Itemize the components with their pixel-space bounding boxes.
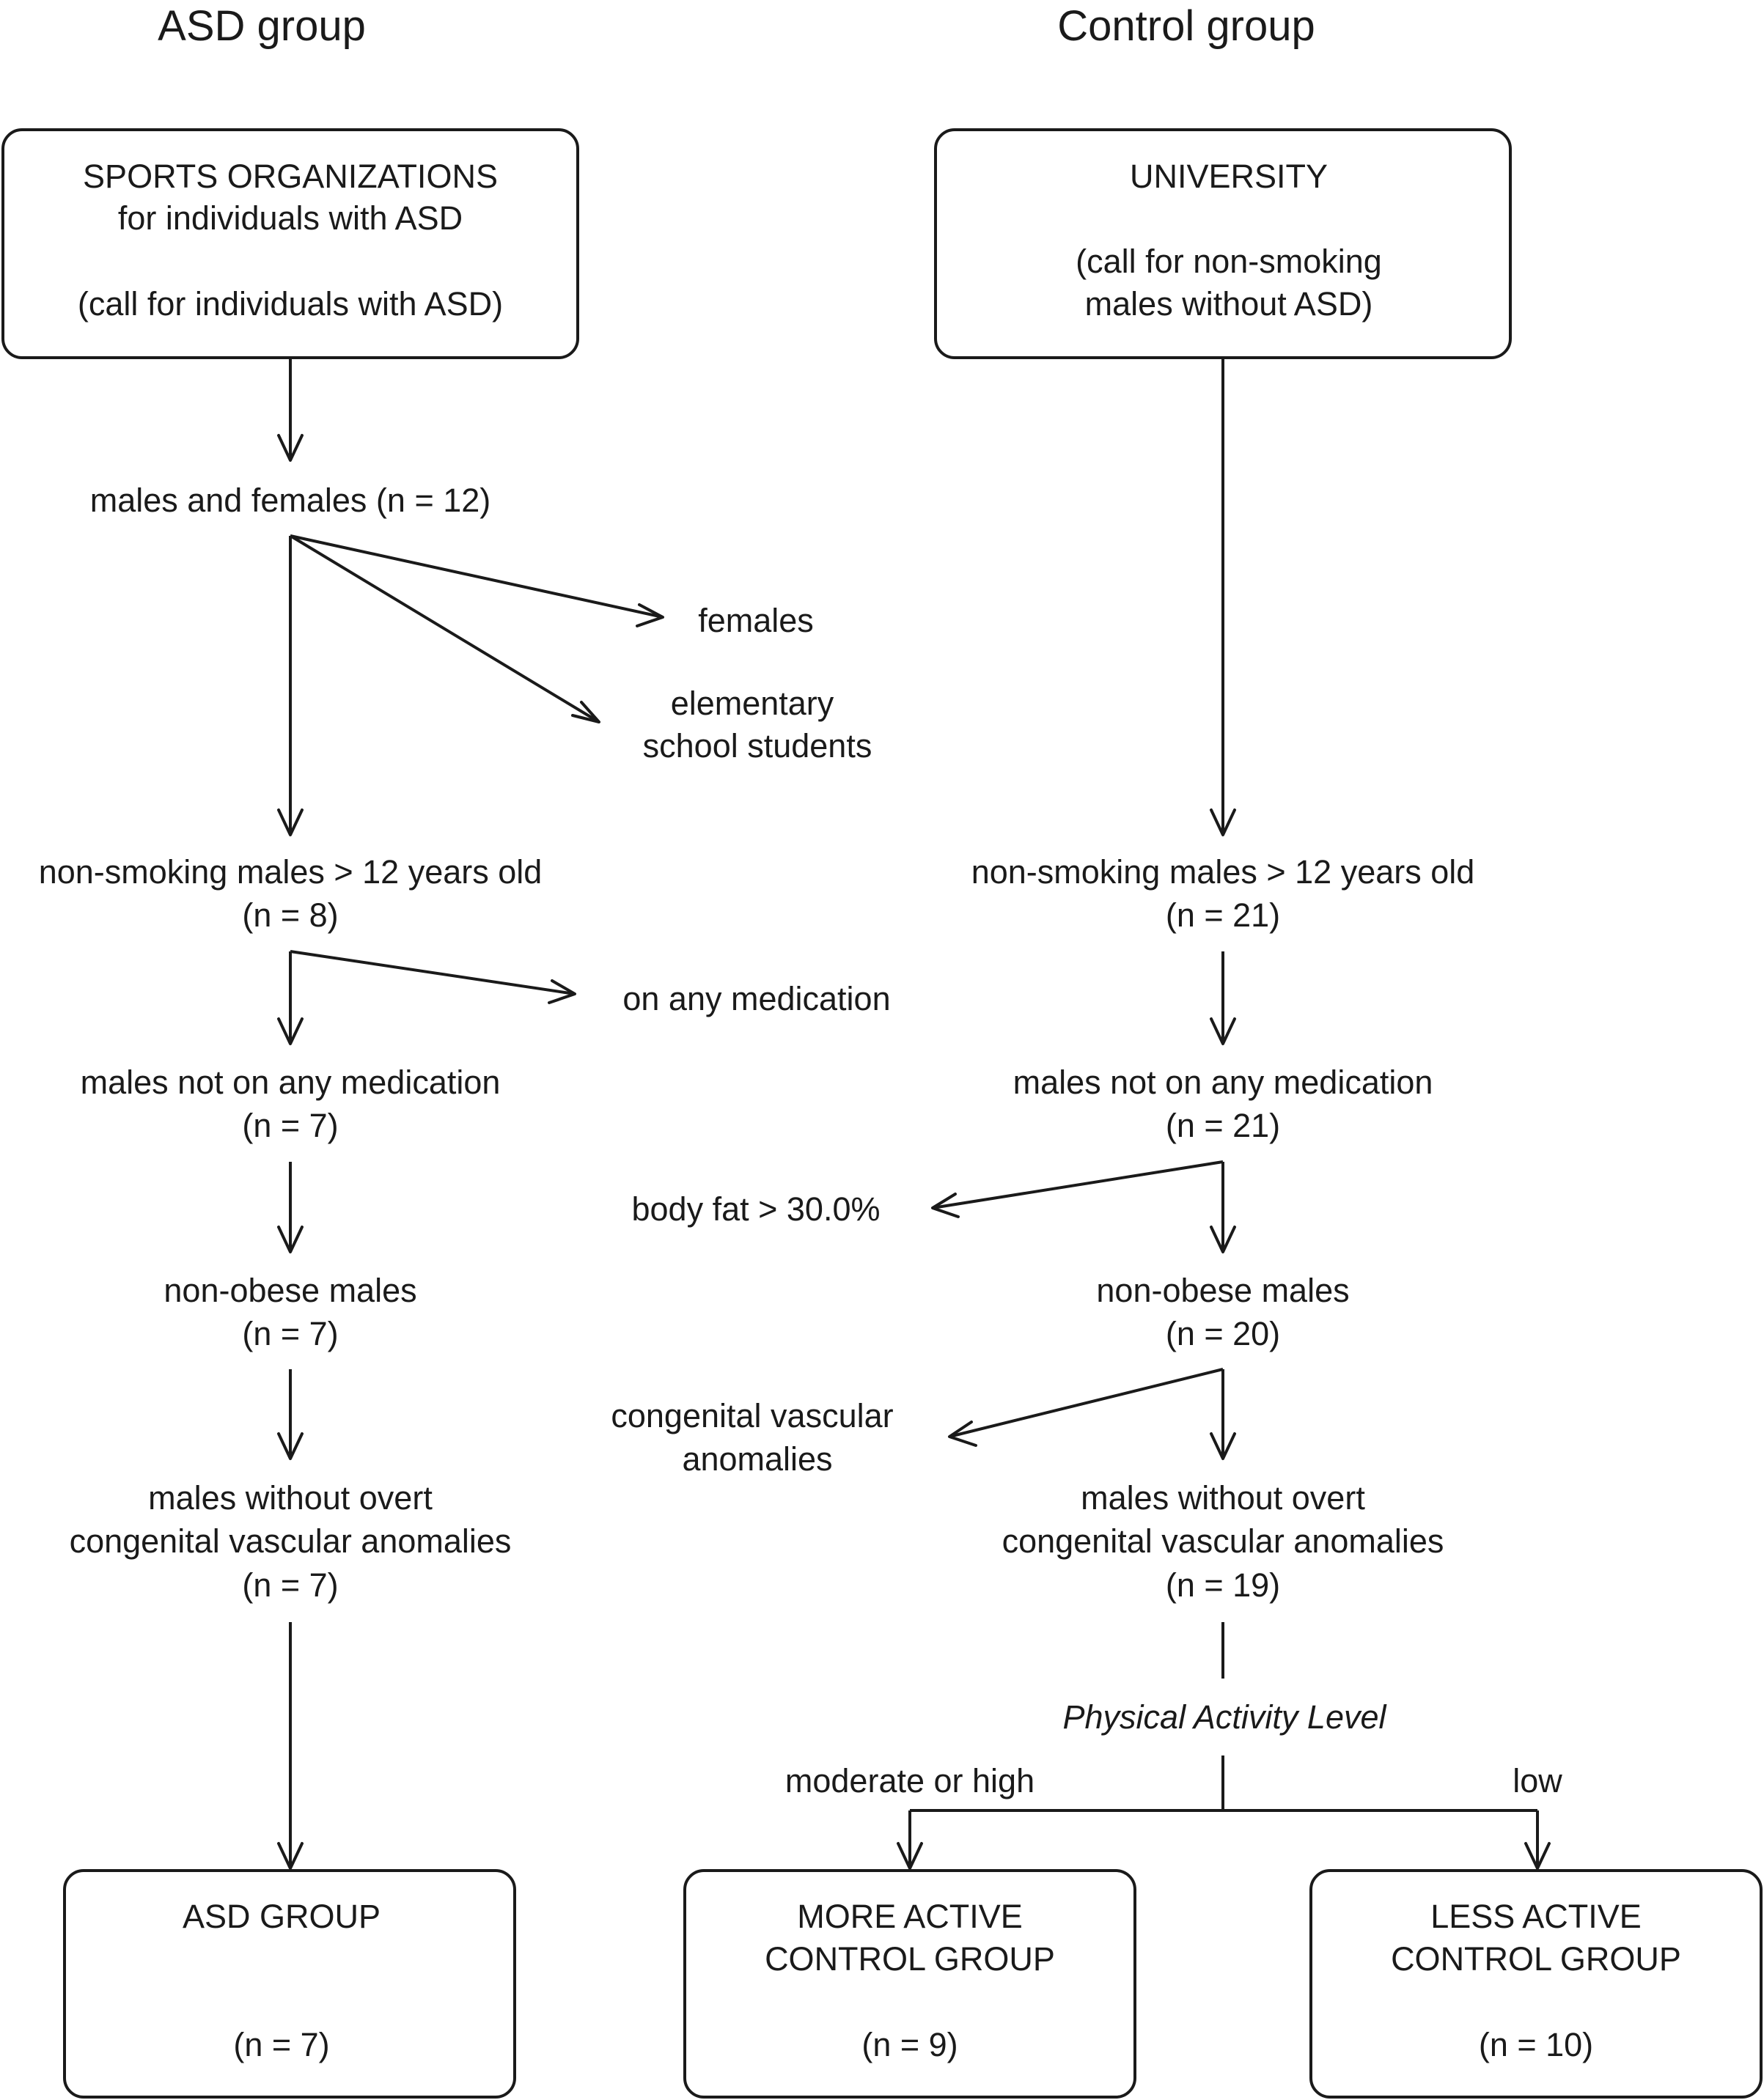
control-connector-to-vascular <box>949 1368 1224 1438</box>
control-step4-n: (n = 20) <box>1166 1315 1280 1352</box>
more-active-n: (n = 9) <box>861 2026 958 2063</box>
less-active-line2: CONTROL GROUP <box>1391 1940 1681 1978</box>
control-arrowhead-5 <box>1210 1432 1236 1460</box>
asd-step1-label: males and females (n = 12) <box>90 482 491 519</box>
control-arrowhead-body-fat <box>931 1193 960 1218</box>
control-source-box <box>934 128 1512 359</box>
less-active-n: (n = 10) <box>1479 2026 1593 2063</box>
asd-source-line2: for individuals with ASD <box>118 199 463 237</box>
control-arrowhead-more-active <box>897 1842 923 1870</box>
asd-arrowhead-5 <box>277 1432 304 1460</box>
asd-step4-n: (n = 7) <box>242 1315 338 1352</box>
less-active-control-box <box>1309 1869 1763 2099</box>
control-step5-line1: males without overt <box>1081 1479 1365 1517</box>
asd-excluded-elementary-line1: elementary <box>671 685 834 722</box>
asd-connector-to-medication <box>290 950 576 995</box>
control-arrowhead-4 <box>1210 1226 1236 1253</box>
asd-source-line3: (call for individuals with ASD) <box>78 285 503 323</box>
asd-source-line1: SPORTS ORGANIZATIONS <box>83 158 498 195</box>
more-active-line1: MORE ACTIVE <box>797 1898 1023 1935</box>
asd-step4-line1: non-obese males <box>163 1272 416 1309</box>
control-source-line2: (call for non-smoking <box>1076 243 1382 280</box>
control-step4-line1: non-obese males <box>1096 1272 1349 1309</box>
control-step5-line2: congenital vascular anomalies <box>1002 1522 1444 1560</box>
asd-group-box <box>63 1869 516 2099</box>
more-active-control-box <box>683 1869 1136 2099</box>
control-arrowhead-3 <box>1210 1017 1236 1045</box>
control-arrowhead-2 <box>1210 808 1236 836</box>
asd-step3-n: (n = 7) <box>242 1107 338 1144</box>
control-arrowhead-less-active <box>1524 1842 1551 1870</box>
asd-excluded-females: females <box>698 602 814 639</box>
asd-arrowhead-2 <box>277 808 304 836</box>
control-excluded-vascular-line1: congenital vascular <box>611 1397 893 1434</box>
more-active-line2: CONTROL GROUP <box>765 1940 1055 1978</box>
control-step2-n: (n = 21) <box>1166 896 1280 934</box>
control-group-header: Control group <box>1057 2 1315 50</box>
control-arrowhead-vascular <box>948 1421 977 1447</box>
asd-group-box-label: ASD GROUP <box>183 1898 381 1935</box>
control-excluded-vascular-line2: anomalies <box>682 1440 832 1478</box>
asd-step3-line1: males not on any medication <box>81 1064 501 1101</box>
asd-connector-to-females <box>290 534 664 619</box>
asd-arrowhead-females <box>636 603 664 627</box>
control-step2-line1: non-smoking males > 12 years old <box>971 853 1475 891</box>
control-branch-right-label: low <box>1513 1762 1562 1799</box>
less-active-line1: LESS ACTIVE <box>1430 1898 1642 1935</box>
asd-step2-line1: non-smoking males > 12 years old <box>39 853 543 891</box>
control-split-label: Physical Activity Level <box>1063 1698 1388 1736</box>
asd-arrowhead-4 <box>277 1226 304 1253</box>
asd-excluded-elementary-line2: school students <box>643 727 872 765</box>
asd-connector-to-elementary <box>289 534 600 723</box>
asd-arrowhead-medication <box>548 979 576 1004</box>
asd-excluded-medication: on any medication <box>622 980 890 1017</box>
asd-step2-n: (n = 8) <box>242 896 338 934</box>
asd-arrowhead-3 <box>277 1017 304 1045</box>
control-step5-n: (n = 19) <box>1166 1566 1280 1604</box>
asd-group-box-n: (n = 7) <box>233 2026 329 2063</box>
asd-source-box <box>1 128 579 359</box>
asd-step5-line2: congenital vascular anomalies <box>70 1522 512 1560</box>
asd-step5-n: (n = 7) <box>242 1566 338 1604</box>
control-source-line1: UNIVERSITY <box>1130 158 1328 195</box>
asd-step5-line1: males without overt <box>148 1479 433 1517</box>
asd-arrowhead-elementary <box>571 701 600 723</box>
control-source-line3: males without ASD) <box>1085 285 1373 323</box>
control-connector-to-body-fat <box>932 1160 1224 1209</box>
control-step3-line1: males not on any medication <box>1013 1064 1433 1101</box>
control-branch-left-label: moderate or high <box>785 1762 1034 1799</box>
control-step3-n: (n = 21) <box>1166 1107 1280 1144</box>
control-excluded-body-fat: body fat > 30.0% <box>632 1190 881 1228</box>
asd-group-header: ASD group <box>158 2 366 50</box>
asd-arrowhead-1 <box>277 434 304 462</box>
asd-arrowhead-final <box>277 1842 304 1870</box>
